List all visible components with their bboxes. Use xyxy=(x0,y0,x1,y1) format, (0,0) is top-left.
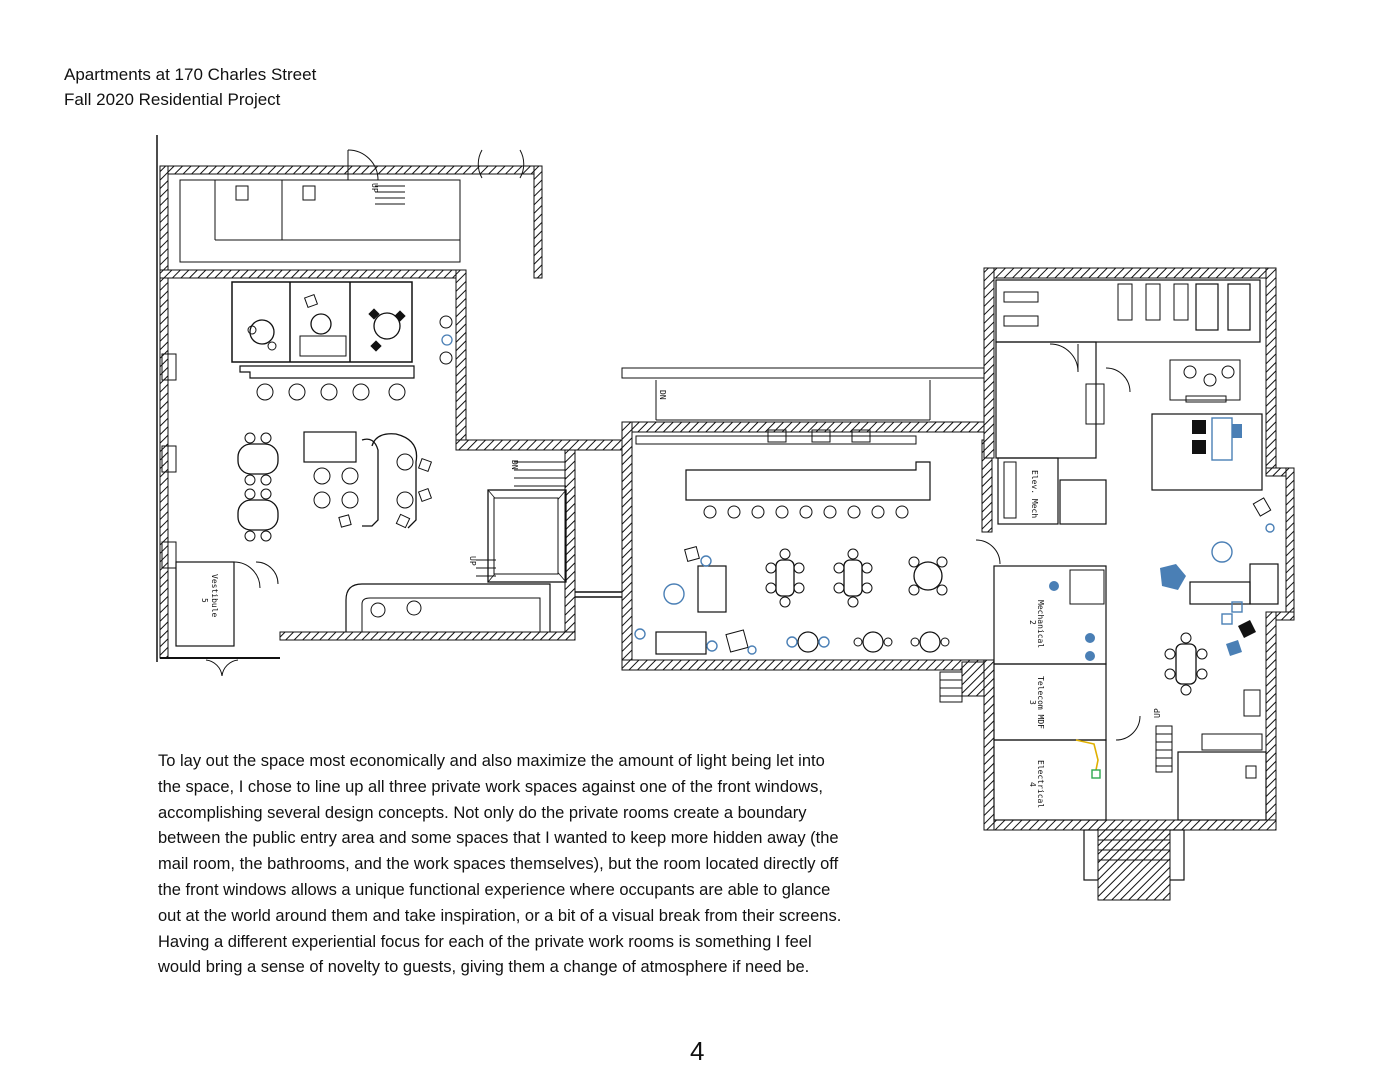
description-line: the space, I chose to line up all three … xyxy=(158,777,823,796)
mechanical-room: Mechanical 2 xyxy=(993,565,1107,665)
private-work-rooms xyxy=(231,281,413,363)
stair-down-label: DN xyxy=(510,460,519,470)
description-line: would bring a sense of novelty to guests… xyxy=(158,958,810,977)
electrical-number: 4 xyxy=(1028,782,1037,787)
vestibule-label: Vestibule xyxy=(210,574,219,618)
description-line: the front windows allows a unique functi… xyxy=(158,880,831,899)
electrical-label: Electrical xyxy=(1036,760,1045,808)
vestibule-room: Vestibule 5 xyxy=(175,561,279,677)
fitness-room xyxy=(995,279,1261,403)
right-lounge xyxy=(1160,497,1279,656)
project-description: To lay out the space most economically a… xyxy=(158,749,948,981)
right-stair-up-label: UP xyxy=(1153,708,1162,718)
telecom-room: Telecom MDF 3 xyxy=(993,663,1107,741)
reception-desk xyxy=(345,583,551,632)
telecom-label: Telecom MDF xyxy=(1036,676,1045,729)
electrical-room: Electrical 4 xyxy=(993,739,1107,821)
description-line: To lay out the space most economically a… xyxy=(158,752,825,770)
stair-up-label: UP xyxy=(370,183,379,193)
telecom-number: 3 xyxy=(1028,700,1037,705)
project-subtitle: Fall 2020 Residential Project xyxy=(64,90,281,109)
mechanical-number: 2 xyxy=(1028,620,1037,625)
dining-tables-center xyxy=(765,548,950,653)
description-line: mail room, the bathrooms, and the work s… xyxy=(158,855,839,874)
elev-mech-label: Elev. Mech xyxy=(1030,470,1039,518)
office-desk xyxy=(1151,413,1263,491)
mail-stair: UP xyxy=(370,183,405,205)
elevator-mech-room: Elev. Mech xyxy=(975,457,1107,565)
description-line: Having a different experiential focus fo… xyxy=(158,932,812,951)
lounge-booth xyxy=(303,431,433,529)
page-header: Apartments at 170 Charles Street Fall 20… xyxy=(64,62,316,112)
description-line: accomplishing several design concepts. N… xyxy=(158,803,807,822)
right-stair: UP xyxy=(1115,708,1173,773)
coffee-counter xyxy=(635,429,931,519)
center-wing: DN xyxy=(621,367,993,703)
bar-counter xyxy=(239,365,415,401)
project-title: Apartments at 170 Charles Street xyxy=(64,65,317,84)
left-wing: UP xyxy=(156,135,623,677)
front-entry-steps xyxy=(1083,829,1185,901)
description-line: out at the world around them and take in… xyxy=(158,906,842,925)
description-line: between the public entry area and some s… xyxy=(158,829,839,848)
center-dn-label: DN xyxy=(658,390,667,400)
center-lounge xyxy=(634,546,757,655)
left-stair-core: DN UP xyxy=(468,460,567,583)
page-number: 4 xyxy=(690,1036,705,1066)
right-wing: Elev. Mech Mechanical 2 Telecom MDF 3 El… xyxy=(975,267,1295,901)
vestibule-number: 5 xyxy=(200,598,209,603)
mechanical-label: Mechanical xyxy=(1036,600,1045,648)
stair-up-label-2: UP xyxy=(468,556,477,566)
right-dining-table xyxy=(1164,632,1208,696)
dining-tables-left xyxy=(237,432,279,542)
